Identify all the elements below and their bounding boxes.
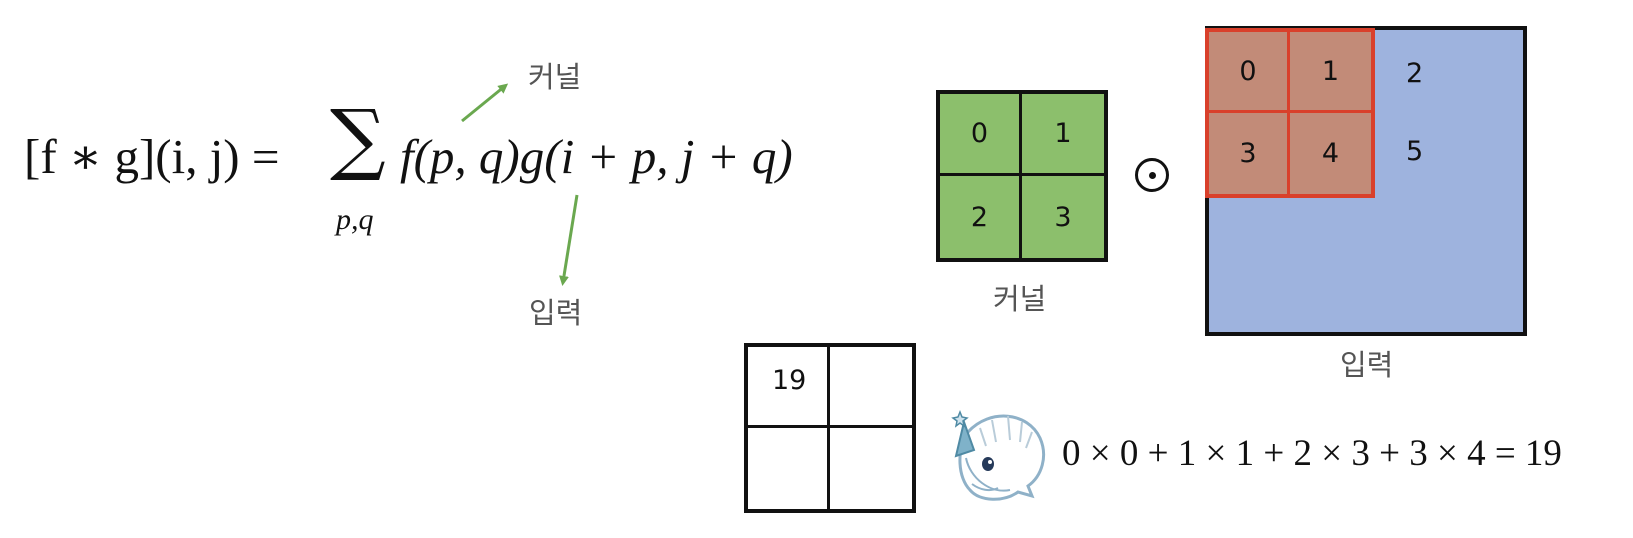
- hadamard-operator-icon: [1135, 158, 1169, 192]
- output-grid: 19: [744, 343, 916, 513]
- window-cell: 4: [1321, 138, 1340, 169]
- input-cell: 2: [1406, 58, 1424, 89]
- formula-rhs: f(p, q)g(i + p, j + q): [400, 129, 793, 184]
- input-window: 0 1 3 4: [1205, 28, 1375, 198]
- kernel-annotation: 커널: [528, 60, 582, 94]
- window-cell: 1: [1290, 32, 1371, 113]
- unicorn-mascot-icon: [951, 409, 1045, 501]
- output-cell: 19: [748, 347, 830, 428]
- window-cell: 3: [1209, 113, 1290, 194]
- input-label: 입력: [1340, 348, 1394, 382]
- kernel-cell: 2: [940, 176, 1022, 258]
- kernel-label: 커널: [993, 282, 1047, 316]
- output-cell: [830, 347, 912, 428]
- convolution-formula: [f ∗ g](i, j) =: [24, 128, 280, 185]
- summation-symbol: ∑: [330, 94, 386, 184]
- input-cell: 5: [1406, 136, 1424, 167]
- input-arrow: [559, 194, 579, 286]
- kernel-cell: 3: [1054, 201, 1072, 233]
- formula-lhs: [f ∗ g](i, j) =: [24, 129, 280, 184]
- kernel-grid: 0 1 2 3: [936, 90, 1108, 262]
- window-cell: 0: [1209, 32, 1290, 113]
- kernel-cell: 0: [940, 94, 1022, 176]
- output-cell: [748, 428, 830, 509]
- output-cell: [830, 428, 912, 509]
- calculation-equation: 0 × 0 + 1 × 1 + 2 × 3 + 3 × 4 = 19: [1062, 433, 1562, 474]
- kernel-cell: 1: [1022, 94, 1104, 176]
- input-annotation: 입력: [529, 296, 583, 330]
- kernel-arrow: [461, 83, 509, 123]
- summation-subscript: p,q: [336, 203, 374, 236]
